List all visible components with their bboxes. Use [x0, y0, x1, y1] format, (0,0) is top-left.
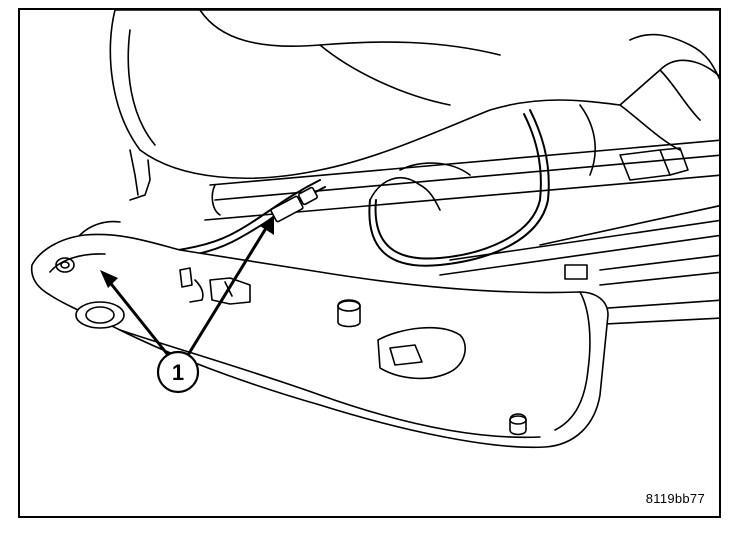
- callout-leaders[interactable]: [106, 223, 270, 357]
- callout-arrowheads: [100, 215, 274, 288]
- seat-riser-housing: [30, 220, 609, 449]
- figure-id: 8119bb77: [645, 491, 705, 506]
- callout-1[interactable]: [156, 350, 200, 394]
- callout-1-label: 1: [172, 360, 184, 385]
- diagram-frame: 1 8119bb77: [18, 8, 721, 518]
- seat-track-illustration: 1: [30, 10, 719, 449]
- seat-cushion-icon: [109, 10, 719, 179]
